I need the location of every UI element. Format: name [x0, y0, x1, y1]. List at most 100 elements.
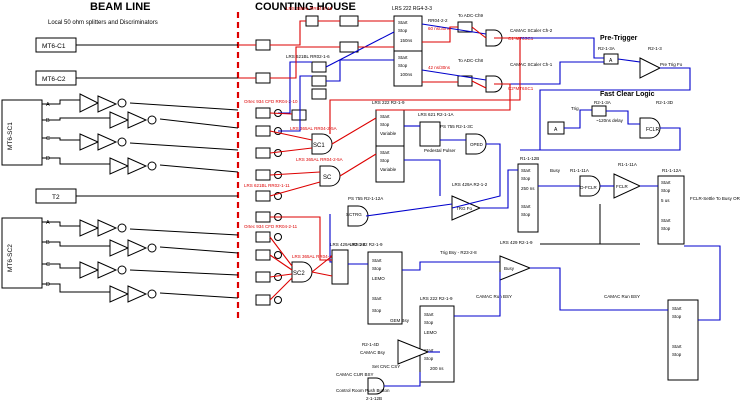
svg-text:O-FCLR: O-FCLR: [580, 185, 598, 190]
svg-text:R1-1-11A: R1-1-11A: [618, 162, 637, 167]
svg-text:Pre Trig Fo: Pre Trig Fo: [660, 62, 683, 67]
svg-text:LRS 429A R2-1-8: LRS 429A R2-1-8: [330, 242, 366, 247]
svg-text:D: D: [46, 282, 50, 288]
counter-mt6-sc2: MT6-SC2: [1, 217, 43, 289]
pretrigger-section: Pre-Trigger R2-1-3A R2-1-3 A Pre Trig Fo: [598, 35, 683, 79]
svg-text:PS 755 R2-1-3C: PS 755 R2-1-3C: [440, 124, 474, 129]
svg-text:SC: SC: [323, 175, 332, 181]
svg-text:Stop: Stop: [380, 122, 390, 127]
svg-text:Fast Clear Logic: Fast Clear Logic: [600, 91, 655, 98]
svg-text:SCTRG: SCTRG: [346, 212, 362, 217]
svg-text:To ADC-Ch9: To ADC-Ch9: [458, 13, 484, 18]
svg-text:CAMAC Bsy: CAMAC Bsy: [360, 350, 386, 355]
cfd-boxes: Ortec 934 CFD RR04-2-10 Ortec 934 CFD RR…: [244, 39, 298, 306]
lrs222-mid: LRS 222 R2-1-9 Start Stop Variable Start…: [372, 100, 405, 183]
r1-12a: R1-1-12A Start Stop 5 us Start Stop FCLR…: [657, 168, 741, 245]
svg-text:D: D: [46, 156, 50, 162]
svg-text:LRS 621BL RR02-1-11: LRS 621BL RR02-1-11: [244, 183, 290, 188]
svg-text:CAMAC SCaler Ch-2: CAMAC SCaler Ch-2: [510, 28, 553, 33]
svg-text:CAMAC Run BSY: CAMAC Run BSY: [604, 294, 640, 299]
svg-text:To ADC-Ch8: To ADC-Ch8: [458, 58, 484, 63]
svg-text:~120ns delay: ~120ns delay: [596, 118, 624, 123]
svg-text:B: B: [46, 240, 50, 246]
input-cables: [42, 44, 239, 299]
svg-text:Start: Start: [521, 168, 531, 173]
svg-text:Stop: Stop: [398, 28, 408, 33]
svg-text:2-1-12B: 2-1-12B: [366, 396, 382, 401]
svg-text:LRS 222 R2-1-9: LRS 222 R2-1-9: [350, 242, 383, 247]
svg-text:Start: Start: [380, 150, 390, 155]
svg-text:R2-1-3A: R2-1-3A: [598, 46, 615, 51]
svg-text:Start: Start: [424, 348, 434, 353]
svg-text:Stop: Stop: [521, 176, 531, 181]
svg-text:200 ns: 200 ns: [430, 366, 444, 371]
counter-mt6-c1: MT6-C1: [35, 37, 77, 53]
svg-text:R2-1-4D: R2-1-4D: [362, 342, 380, 347]
svg-text:MT6-SC2: MT6-SC2: [7, 244, 14, 272]
svg-text:Start: Start: [672, 344, 682, 349]
svg-text:Pre-Trigger: Pre-Trigger: [600, 35, 638, 42]
and-gates-top: RR04-2-2 60 ns/30ns 42 ns/30ns To ADC-Ch…: [428, 13, 553, 93]
svg-text:LRS 621 R2-1-1A: LRS 621 R2-1-1A: [418, 112, 454, 117]
svg-text:LRS 365AL RR04-2-13: LRS 365AL RR04-2-13: [286, 6, 333, 11]
svg-text:Start: Start: [672, 306, 682, 311]
svg-text:Stop: Stop: [672, 314, 682, 319]
svg-text:LRS 222 R2-1-9: LRS 222 R2-1-9: [372, 100, 405, 105]
svg-text:Set CNC CSY: Set CNC CSY: [372, 364, 400, 369]
lrs222-top: LRS 222 RG4-3-3 Start Stop 150ns Start S…: [392, 6, 432, 87]
svg-text:LEMO: LEMO: [372, 276, 385, 281]
svg-text:A: A: [46, 102, 50, 108]
svg-text:OPED: OPED: [470, 142, 484, 147]
svg-text:SC1: SC1: [313, 143, 325, 149]
svg-text:Start: Start: [372, 258, 382, 263]
svg-text:LRS 222 R2-1-9: LRS 222 R2-1-9: [420, 296, 453, 301]
fastclear-section: Fast Clear Logic R2-1-3A R2-1-3D Trig ~1…: [547, 91, 674, 139]
svg-text:Busy: Busy: [550, 168, 561, 173]
svg-text:250 ns: 250 ns: [521, 186, 535, 191]
splitters: [79, 93, 157, 303]
svg-text:150ns: 150ns: [400, 38, 413, 43]
svg-text:Stop: Stop: [398, 63, 408, 68]
svg-text:Stop: Stop: [661, 188, 671, 193]
svg-text:Start: Start: [372, 296, 382, 301]
counter-mt6-c2: MT6-C2: [35, 70, 77, 86]
svg-text:FCLR-Settle To Busy OR: FCLR-Settle To Busy OR: [690, 196, 741, 201]
counting-house-title: COUNTING HOUSE: [255, 1, 356, 13]
svg-text:MT6-C2: MT6-C2: [42, 76, 66, 83]
svg-text:Stop: Stop: [380, 158, 390, 163]
svg-text:Start: Start: [661, 180, 671, 185]
svg-text:RR04-2-2: RR04-2-2: [428, 18, 448, 23]
red-wiring: [238, 20, 521, 301]
svg-text:42 ns/30ns: 42 ns/30ns: [428, 65, 451, 70]
svg-text:LRS 365AL RR04-2-5A: LRS 365AL RR04-2-5A: [290, 126, 337, 131]
camac-lower-right: CAMAC Run BSY Start Stop Start Stop: [604, 294, 699, 381]
svg-text:Ortec 934 CFD RR04-2-10: Ortec 934 CFD RR04-2-10: [244, 99, 298, 104]
svg-text:Control Room Push Button: Control Room Push Button: [336, 388, 390, 393]
svg-text:100ns: 100ns: [400, 72, 413, 77]
svg-text:C: C: [46, 262, 50, 268]
svg-text:Start: Start: [424, 312, 434, 317]
misc-lines: [540, 204, 640, 245]
svg-text:Stop: Stop: [372, 308, 382, 313]
svg-text:R2-1-3D: R2-1-3D: [656, 100, 674, 105]
svg-text:LRS 429 R2-1-9: LRS 429 R2-1-9: [500, 240, 533, 245]
counter-mt6-sc1: MT6-SC1: [1, 99, 43, 166]
svg-text:MT6-SC1: MT6-SC1: [7, 122, 14, 150]
svg-text:C2*MT6SC1: C2*MT6SC1: [508, 86, 534, 91]
lrs222-bot: LRS 222 R2-1-9 Start Stop LEMO Start Sto…: [336, 296, 455, 401]
svg-text:Variable: Variable: [380, 131, 397, 136]
svg-text:T2: T2: [52, 194, 60, 201]
svg-text:Stop: Stop: [424, 356, 434, 361]
beam-line-title: BEAM LINE: [90, 1, 151, 13]
svg-text:Stop: Stop: [661, 226, 671, 231]
svg-text:Start: Start: [398, 55, 408, 60]
svg-text:SC2: SC2: [293, 271, 305, 277]
svg-text:Start: Start: [398, 20, 408, 25]
svg-text:R1-1-11A: R1-1-11A: [570, 168, 589, 173]
svg-text:Stop: Stop: [521, 212, 531, 217]
svg-text:C: C: [46, 136, 50, 142]
svg-text:R1-1-12B: R1-1-12B: [520, 156, 539, 161]
svg-text:TRG Fo: TRG Fo: [456, 206, 472, 211]
